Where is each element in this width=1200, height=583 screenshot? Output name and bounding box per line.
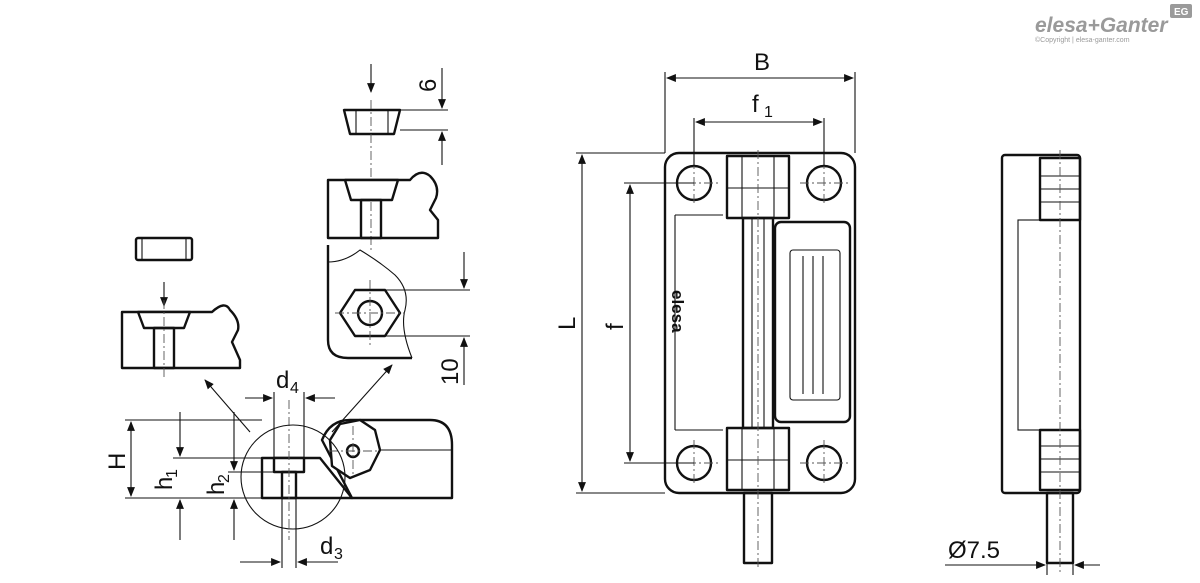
dim-B-label: B [754, 49, 770, 76]
dim-d4-sub: 4 [290, 380, 299, 397]
logo-badge-icon [1170, 4, 1192, 18]
nut-block [326, 171, 440, 240]
cap-block [120, 304, 242, 370]
dim-diameter-ext [1046, 540, 1074, 575]
cover-plate-recess [789, 249, 841, 401]
dim-10-ext [385, 289, 470, 337]
dim-diameter-label: Ø7.5 [948, 537, 1000, 564]
section-hex-centerlines [329, 426, 378, 476]
nut-bore [359, 198, 383, 240]
logo-badge-text: EG [1174, 7, 1189, 18]
copyright-text: ©Copyright | elesa-ganter.com [1035, 36, 1130, 44]
logo-text: elesa+Ganter [1035, 14, 1169, 37]
detail-section-view: H h 1 h 2 d 4 d 3 [104, 364, 454, 568]
dim-L-label: L [554, 317, 581, 330]
dim-L-ext [576, 152, 665, 494]
dim-d4-label: d [276, 367, 289, 394]
cover-plate-ribs [802, 256, 824, 394]
left-leaf-inner [674, 214, 723, 431]
front-view: elesa B f 1 L f [554, 49, 857, 570]
hex-top-view: 10 [326, 245, 470, 385]
hinge-pin-lines [751, 218, 765, 428]
elesa-mark: elesa [668, 290, 687, 333]
nut-recess [343, 178, 400, 202]
detail-circle [240, 424, 346, 530]
side-recess [1017, 219, 1081, 431]
hex-centerlines [335, 280, 405, 345]
dim-H-ext [125, 419, 262, 499]
dim-d3-ext [281, 498, 297, 568]
dim-f1-sub: 1 [764, 104, 773, 121]
dim-f1-label: f [752, 91, 759, 118]
hex-leaf-outline [326, 245, 412, 360]
nut-part [342, 108, 402, 136]
dim-h1-sub: 1 [164, 469, 181, 478]
dim-10-label: 10 [437, 358, 464, 385]
cap-part-lines [141, 238, 187, 260]
dim-d4-ext [273, 392, 305, 458]
dim-f-label: f [602, 323, 629, 330]
dim-6-ext [400, 109, 448, 131]
dim-h2-label: h [203, 482, 230, 495]
cap-insert-detail [120, 236, 242, 380]
pointer-arrow-right [331, 364, 393, 433]
dim-h2-sub: 2 [216, 474, 233, 483]
dim-H-label: H [104, 453, 131, 470]
dim-d3-sub: 3 [334, 546, 343, 563]
nut-part-lines [355, 110, 389, 134]
dim-h1-label: h [151, 477, 178, 490]
hex-break-line [327, 249, 413, 359]
dim-6-label: 6 [415, 79, 442, 92]
dim-B-ext [664, 72, 856, 153]
dim-d3-label: d [320, 533, 333, 560]
side-view: Ø7.5 [945, 150, 1100, 575]
cover-plate [773, 220, 852, 424]
dim-f1-ext [693, 118, 825, 166]
pointer-arrow-left [204, 379, 251, 433]
cap-part [134, 236, 194, 262]
dim-f-ext [624, 182, 694, 464]
nut-insert-detail: 6 [326, 64, 448, 250]
elesa-ganter-logo: elesa+Ganter EG ©Copyright | elesa-gante… [1035, 4, 1192, 44]
